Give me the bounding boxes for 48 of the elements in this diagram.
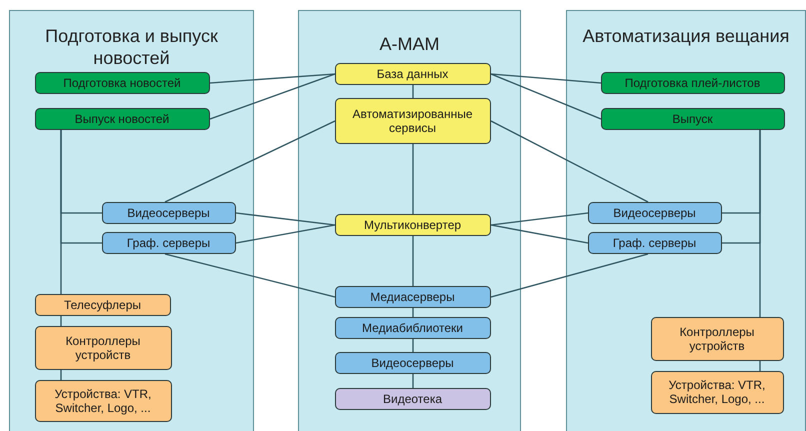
device-box: Устройства: VTR, Switcher, Logo, ...	[34, 380, 172, 422]
device-box: Контроллеры устройств	[650, 316, 784, 360]
server-box: Граф. серверы	[588, 232, 722, 254]
connector-line	[412, 85, 414, 98]
group-panel	[9, 10, 254, 431]
connector-line	[490, 253, 648, 298]
panel-title: Автоматизация вещания	[582, 25, 790, 47]
connector-line	[412, 144, 414, 214]
server-box: Медиасерверы	[334, 286, 490, 308]
device-box: Телесуфлеры	[34, 294, 170, 316]
device-box: Устройства: VTR, Switcher, Logo, ...	[650, 370, 784, 414]
connector-line	[490, 120, 648, 203]
service-box: Мультиконвертер	[334, 214, 490, 236]
connector-line	[490, 212, 588, 226]
service-box: База данных	[334, 62, 490, 84]
connector-line	[60, 130, 62, 294]
process-box: Подготовка новостей	[34, 72, 210, 94]
process-box: Подготовка плей-листов	[600, 72, 784, 94]
connector-line	[210, 73, 336, 120]
connector-line	[490, 224, 588, 244]
server-box: Видеосерверы	[102, 202, 236, 224]
group-panel	[566, 10, 806, 431]
archive-box: Видеотека	[334, 388, 490, 410]
connector-line	[60, 316, 62, 326]
group-panel	[298, 10, 521, 431]
connector-line	[759, 130, 761, 317]
service-box: Автоматизированные сервисы	[334, 98, 490, 144]
server-box: Граф. серверы	[102, 232, 236, 254]
server-box: Видеосерверы	[334, 352, 490, 374]
connector-line	[759, 361, 761, 371]
device-box: Контроллеры устройств	[34, 326, 172, 370]
connector-line	[412, 374, 414, 388]
connector-line	[412, 236, 414, 286]
connector-line	[60, 370, 62, 380]
connector-line	[164, 120, 336, 203]
connector-line	[490, 73, 602, 84]
connector-line	[490, 73, 602, 120]
process-box: Выпуск	[600, 108, 784, 130]
server-box: Видеосерверы	[588, 202, 722, 224]
server-box: Медиабиблиотеки	[334, 316, 490, 338]
connector-line	[412, 339, 414, 352]
connector-line	[210, 73, 336, 84]
panel-title: A-MAM	[378, 33, 440, 55]
connector-line	[164, 253, 336, 298]
connector-line	[236, 224, 336, 244]
panel-title: Подготовка и выпуск новостей	[44, 25, 219, 69]
connector-line	[236, 212, 336, 226]
process-box: Выпуск новостей	[34, 108, 210, 130]
